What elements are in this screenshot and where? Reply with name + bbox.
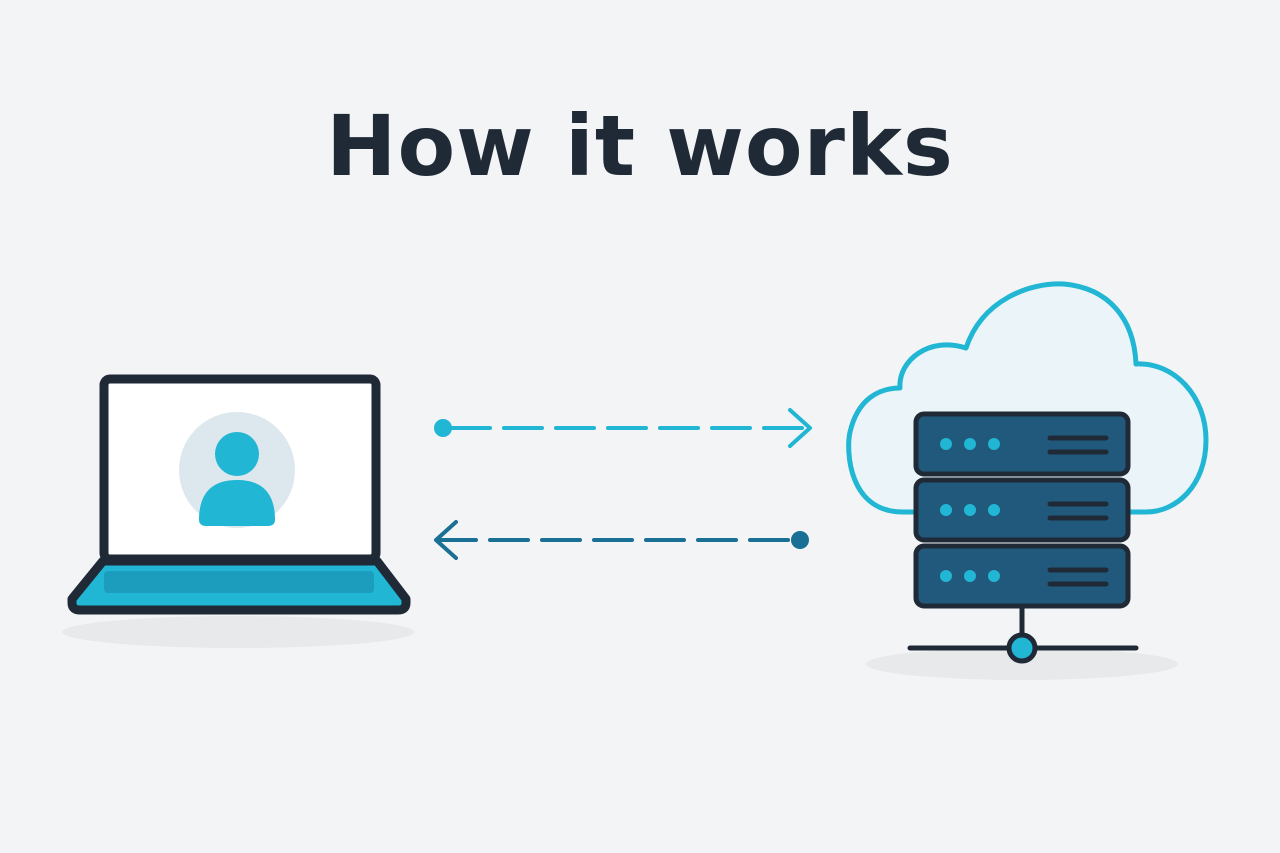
server-led	[988, 570, 1000, 582]
server-shadow	[866, 648, 1178, 680]
laptop-shadow	[62, 616, 414, 648]
network-node	[1006, 632, 1038, 664]
request-arrow-start-dot	[434, 419, 452, 437]
server-led	[964, 504, 976, 516]
server-led	[988, 438, 1000, 450]
server-rack-unit-3	[913, 543, 1131, 609]
server-led	[964, 438, 976, 450]
laptop-user-icon	[62, 374, 414, 648]
response-arrow	[434, 520, 809, 560]
server-led	[940, 438, 952, 450]
avatar-body	[199, 480, 275, 526]
server-led	[964, 570, 976, 582]
server-rack-unit-1	[913, 411, 1131, 477]
server-led	[940, 570, 952, 582]
server-led	[988, 504, 1000, 516]
avatar-head	[215, 432, 259, 476]
arrow-left-icon	[434, 520, 458, 560]
server-rack-unit-2	[913, 477, 1131, 543]
response-arrow-end-dot	[791, 531, 809, 549]
page-title: How it works	[326, 97, 954, 195]
server-led	[940, 504, 952, 516]
cloud-server-icon	[846, 281, 1209, 680]
laptop-base	[67, 556, 411, 615]
arrow-right-icon	[788, 408, 812, 448]
laptop-keyboard	[104, 571, 374, 593]
request-arrow	[434, 408, 812, 448]
